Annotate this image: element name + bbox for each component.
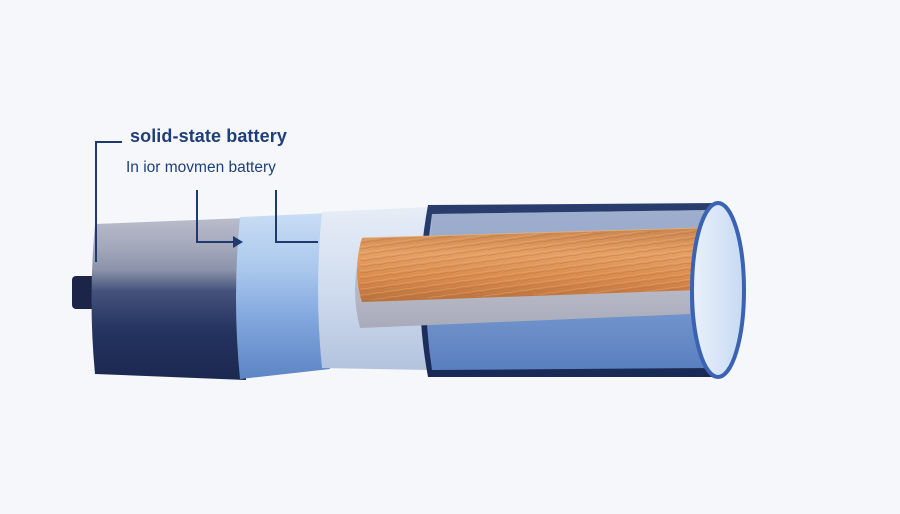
label-subtitle: In ior movmen battery — [126, 159, 276, 176]
terminal-nub — [72, 276, 98, 309]
leader-line-subtitle — [275, 190, 318, 243]
tube-end-opening — [690, 201, 746, 379]
label-title: solid-state battery — [130, 126, 287, 146]
leader-line-arrow — [196, 190, 243, 248]
electrolyte-segment — [236, 213, 330, 379]
copper-conductor — [357, 227, 704, 302]
leader-line-title — [95, 141, 122, 262]
anode-cap-segment — [91, 218, 246, 380]
